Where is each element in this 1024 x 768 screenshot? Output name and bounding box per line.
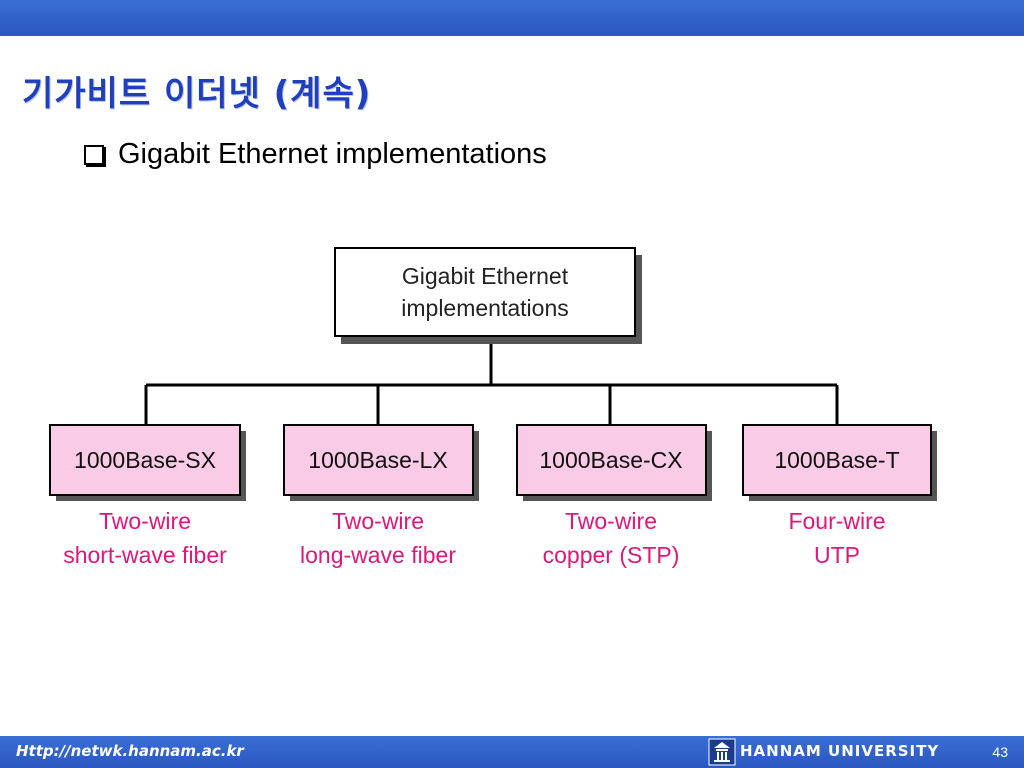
child-node-desc-line2: copper (STP): [543, 542, 680, 568]
root-node: Gigabit Ethernet implementations: [334, 247, 642, 344]
child-node-desc-line1: Four-wire: [788, 508, 885, 534]
child-node-desc-line1: Two-wire: [99, 508, 191, 534]
child-node-desc-line1: Two-wire: [332, 508, 424, 534]
child-node-box: [516, 424, 707, 496]
child-node-label: 1000Base-LX: [308, 447, 447, 473]
child-node-desc-line2: long-wave fiber: [300, 542, 456, 568]
bullet-item: Gigabit Ethernet implementations: [82, 138, 547, 171]
child-node-t: 1000Base-T Four-wire UTP: [742, 424, 937, 568]
slide-title: 기가비트 이더넷 (계속): [22, 74, 372, 114]
root-node-label-line2: implementations: [401, 295, 568, 321]
bullet-text: Gigabit Ethernet implementations: [118, 138, 547, 170]
child-node-label: 1000Base-T: [774, 447, 899, 473]
root-node-box: [334, 247, 636, 337]
page-number: 43: [992, 744, 1008, 760]
implementations-tree-diagram: Gigabit Ethernet implementations 1000Bas…: [49, 247, 937, 568]
hannam-university-logo-icon: [708, 738, 736, 766]
tree-connectors: [144, 336, 839, 425]
child-node-sx: 1000Base-SX Two-wire short-wave fiber: [49, 424, 246, 568]
child-node-desc-line2: short-wave fiber: [63, 542, 227, 568]
child-node-label: 1000Base-CX: [539, 447, 682, 473]
child-node-lx: 1000Base-LX Two-wire long-wave fiber: [283, 424, 479, 568]
child-node-box: [49, 424, 241, 496]
child-node-label: 1000Base-SX: [74, 447, 216, 473]
footer-bar: Http://netwk.hannam.ac.kr HANNAM UNIVERS…: [0, 736, 1024, 768]
checkbox-bullet-icon: [84, 144, 104, 165]
child-node-desc-line1: Two-wire: [565, 508, 657, 534]
root-node-label-line1: Gigabit Ethernet: [402, 263, 569, 289]
child-node-cx: 1000Base-CX Two-wire copper (STP): [516, 424, 712, 568]
top-banner: [0, 0, 1024, 36]
footer-university-name: HANNAM UNIVERSITY: [740, 742, 940, 760]
footer-url-link[interactable]: Http://netwk.hannam.ac.kr: [16, 742, 244, 760]
child-node-desc-line2: UTP: [814, 542, 860, 568]
child-node-box: [283, 424, 474, 496]
child-node-box: [742, 424, 932, 496]
